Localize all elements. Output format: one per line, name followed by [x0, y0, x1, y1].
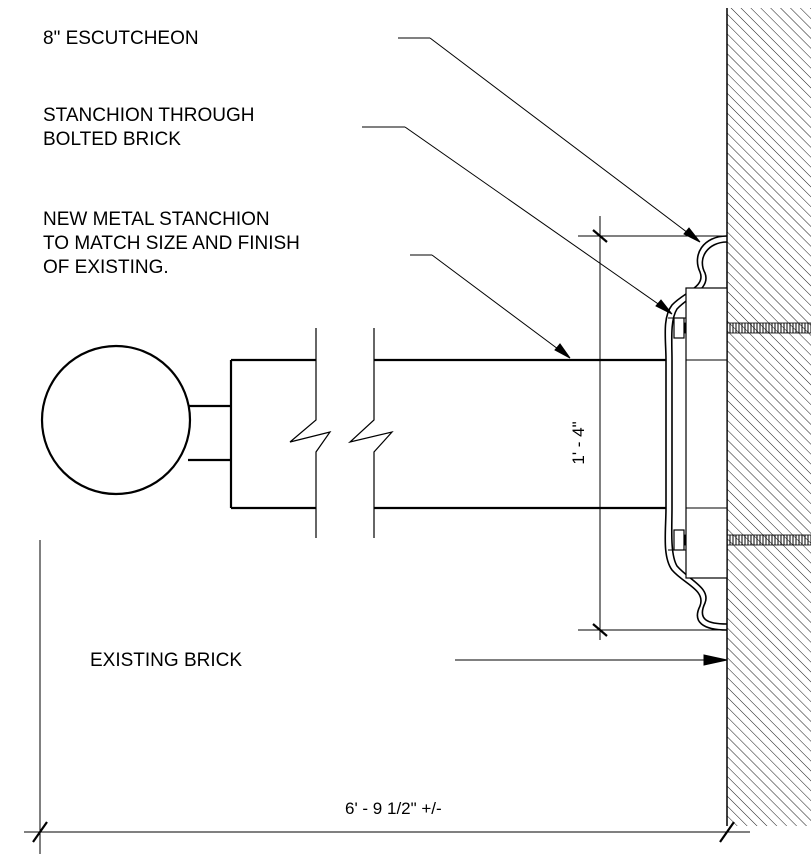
note-stanchion-bolted-line1: STANCHION THROUGH [43, 105, 255, 126]
note-new-stanchion-line3: OF EXISTING. [43, 257, 169, 278]
leader-existing-brick [455, 654, 728, 666]
ball-neck [188, 404, 231, 462]
vertical-dimension [578, 216, 727, 640]
leader-escutcheon [398, 37, 701, 243]
note-escutcheon: 8" ESCUTCHEON [43, 28, 199, 49]
stanchion-tube [229, 358, 666, 510]
note-new-stanchion: NEW METAL STANCHION TO MATCH SIZE AND FI… [43, 208, 300, 280]
through-bolts [673, 317, 811, 551]
stanchion-ball [40, 344, 192, 496]
note-new-stanchion-line1: NEW METAL STANCHION [43, 209, 270, 230]
note-stanchion-bolted-line2: BOLTED BRICK [43, 129, 181, 150]
leader-stanchion-bolted [362, 126, 673, 315]
dimension-vertical-label: 1' - 4" [569, 421, 588, 464]
break-lines [289, 328, 394, 538]
existing-brick-wall [726, 8, 811, 826]
dimension-horizontal-label: 6' - 9 1/2" +/- [345, 799, 442, 818]
note-existing-brick: EXISTING BRICK [90, 650, 243, 671]
leader-new-stanchion [410, 254, 571, 359]
note-new-stanchion-line2: TO MATCH SIZE AND FINISH [43, 233, 300, 254]
escutcheon [664, 235, 728, 631]
note-stanchion-bolted: STANCHION THROUGH BOLTED BRICK [43, 104, 254, 152]
horizontal-dimension [24, 540, 750, 854]
